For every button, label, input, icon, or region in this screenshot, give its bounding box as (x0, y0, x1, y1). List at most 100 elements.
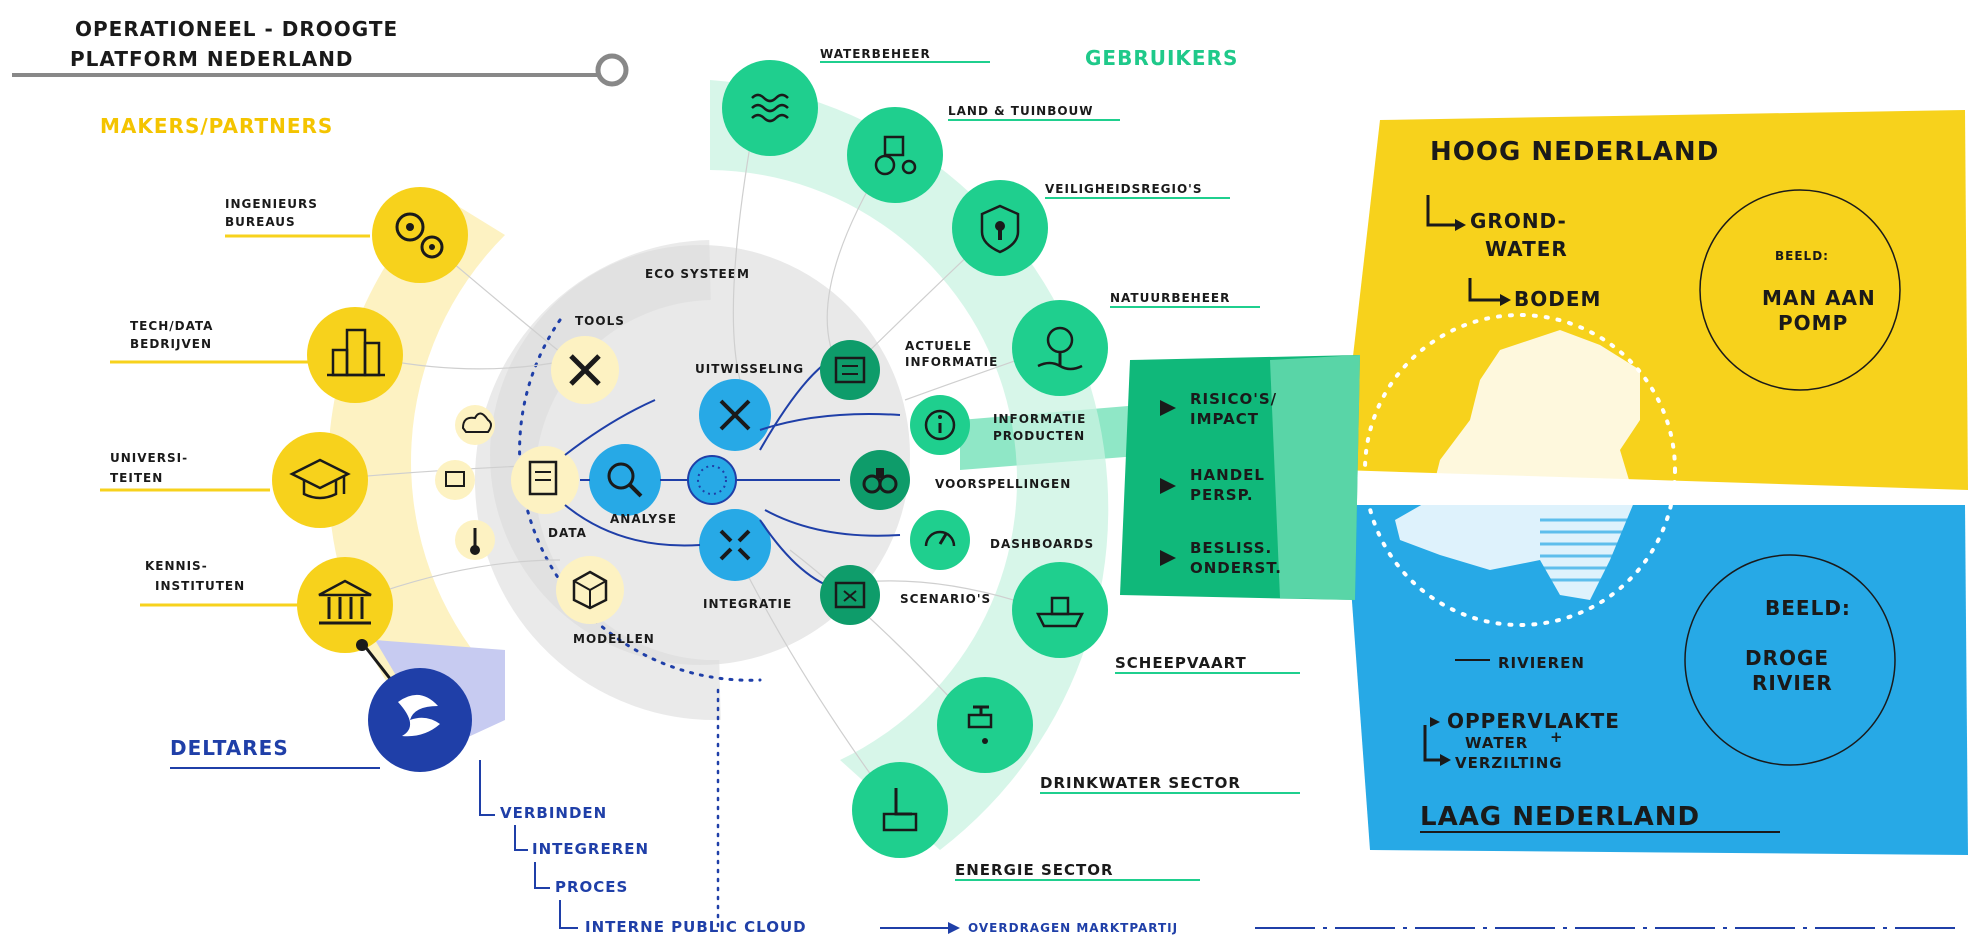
laag-arrow-2a-head-icon (1430, 717, 1440, 727)
maker-kennisinstituten: KENNIS- INSTITUTEN (140, 557, 393, 653)
output-4-circle (910, 510, 970, 570)
laag-item2-line2: WATER (1465, 734, 1528, 752)
output-1-line2: INFORMATIE (905, 355, 998, 369)
analyse-node (589, 444, 661, 516)
binoculars-icon (862, 468, 898, 494)
laag-item2-line1: OPPERVLAKTE (1447, 709, 1620, 733)
laag-beeld-circle (1684, 554, 1896, 766)
deltares-step-2: INTEGREREN (532, 840, 649, 858)
data-label: DATA (548, 526, 587, 540)
maker-1-line2: BUREAUS (225, 215, 296, 229)
hoog-beeld-label: BEELD: (1775, 249, 1829, 263)
hoog-arrow-2-icon (1468, 278, 1500, 302)
analyse-label: ANALYSE (610, 512, 677, 526)
graduation-cap-icon (289, 458, 351, 500)
green-item-1-line2: IMPACT (1190, 410, 1259, 428)
laag-title: LAAG NEDERLAND (1420, 802, 1700, 832)
netherlands-map-icon (1363, 313, 1677, 627)
user-energie: ENERGIE SECTOR (852, 762, 1200, 881)
makers-header: MAKERS/PARTNERS (100, 114, 333, 138)
gears-icon (395, 212, 444, 259)
users-header: GEBRUIKERS (1085, 46, 1238, 70)
green-item-3-line1: BESLISS. (1190, 539, 1272, 557)
user-4-label: NATUURBEHEER (1110, 291, 1230, 305)
output-informatie-producten: INFORMATIE PRODUCTEN (910, 395, 1086, 455)
users: WATERBEHEER LAND & TUINBOUW VEILIGHEIDSR… (722, 47, 1300, 881)
source-satellite-icon (435, 460, 475, 500)
green-item-1: RISICO'S/ IMPACT (1160, 390, 1277, 428)
deltares-step-3: PROCES (555, 878, 628, 896)
maker-3-circle (272, 432, 368, 528)
output-1-circle (820, 340, 880, 400)
maker-1-line1: INGENIEURS (225, 197, 318, 211)
output-scenarios: SCENARIO'S (820, 565, 990, 625)
user-land-tuinbouw: LAND & TUINBOUW (847, 104, 1120, 203)
green-item-2-line2: PERSP. (1190, 486, 1254, 504)
hoog-item1-line2: WATER (1485, 237, 1568, 261)
hoog-arrow-1-head-icon (1455, 219, 1466, 231)
map-dotted-circle (1363, 313, 1677, 627)
integratie-node (699, 509, 771, 581)
title-end-ring-icon (595, 53, 629, 87)
tools-label: TOOLS (575, 314, 625, 328)
user-drinkwater: DRINKWATER SECTOR (937, 677, 1300, 794)
green-item-2: HANDEL PERSP. (1160, 466, 1265, 504)
output-3-label: VOORSPELLINGEN (935, 477, 1071, 491)
laag-item1: RIVIEREN (1498, 654, 1585, 672)
user-7-circle (852, 762, 948, 858)
user-veiligheidsregios: VEILIGHEIDSREGIO'S (952, 180, 1230, 276)
user-7-label: ENERGIE SECTOR (955, 861, 1114, 879)
maker-3-line1: UNIVERSI- (110, 451, 188, 465)
user-5-label: SCHEEPVAART (1115, 654, 1247, 672)
deltares-bottom-left: INTERNE PUBLIC CLOUD (585, 918, 807, 936)
hoog-arrow-2-head-icon (1500, 294, 1511, 306)
waves-icon (751, 93, 789, 123)
hoog-beeld-circle (1699, 189, 1901, 391)
laag-panel-bg (1345, 505, 1968, 855)
laag-beeld-line1: DROGE (1745, 646, 1829, 670)
hoog-item2: BODEM (1514, 287, 1601, 311)
integratie-label: INTEGRATIE (703, 597, 792, 611)
maker-ingenieurs: INGENIEURS BUREAUS (225, 187, 468, 283)
arrows-in-icon (719, 529, 751, 561)
deltares-step-1: VERBINDEN (500, 804, 607, 822)
laag-arrow-2b-head-icon (1440, 754, 1451, 766)
tools-icon (569, 354, 601, 386)
tractor-icon (874, 135, 917, 176)
eco-inner: DATA TOOLS MODELLEN ANALYSE (435, 314, 901, 646)
user-1-circle (722, 60, 818, 156)
user-3-label: VEILIGHEIDSREGIO'S (1045, 182, 1203, 196)
user-1-label: WATERBEHEER (820, 47, 931, 61)
user-waterbeheer: WATERBEHEER (722, 47, 990, 156)
source-cloud-icon (455, 405, 495, 445)
green-item-1-line1: RISICO'S/ (1190, 390, 1277, 408)
user-5-circle (1012, 562, 1108, 658)
output-dashboards: DASHBOARDS (910, 510, 1093, 570)
arrows-out-icon (719, 399, 751, 431)
hoog-title: HOOG NEDERLAND (1430, 137, 1719, 167)
user-6-circle (937, 677, 1033, 773)
green-decision-panel: RISICO'S/ IMPACT HANDEL PERSP. BESLISS. … (1120, 355, 1360, 600)
maker-4-line2: INSTITUTEN (155, 579, 245, 593)
output-2-line2: PRODUCTEN (993, 429, 1085, 443)
hoog-item1-line1: GROND- (1470, 209, 1567, 233)
user-2-label: LAND & TUINBOUW (948, 104, 1094, 118)
maker-universiteiten: UNIVERSI- TEITEN (100, 432, 368, 528)
laag-beeld-label: BEELD: (1765, 596, 1851, 620)
outputs: ACTUELE INFORMATIE INFORMATIE PRODUCTEN … (820, 339, 1093, 625)
modellen-label: MODELLEN (573, 632, 655, 646)
tap-icon (967, 705, 993, 744)
green-item-2-line1: HANDEL (1190, 466, 1265, 484)
deltares-label: DELTARES (170, 736, 289, 760)
maker-4-line1: KENNIS- (145, 559, 208, 573)
newspaper-icon (834, 356, 866, 384)
output-1-line1: ACTUELE (905, 339, 972, 353)
hoog-beeld-line2: POMP (1778, 311, 1848, 335)
tree-icon (1037, 326, 1083, 371)
green-item-3-line2: ONDERST. (1190, 559, 1282, 577)
user-scheepvaart: SCHEEPVAART (1012, 562, 1300, 674)
energy-icon (882, 788, 918, 832)
output-2-line1: INFORMATIE (993, 412, 1086, 426)
map-icon (834, 581, 866, 609)
